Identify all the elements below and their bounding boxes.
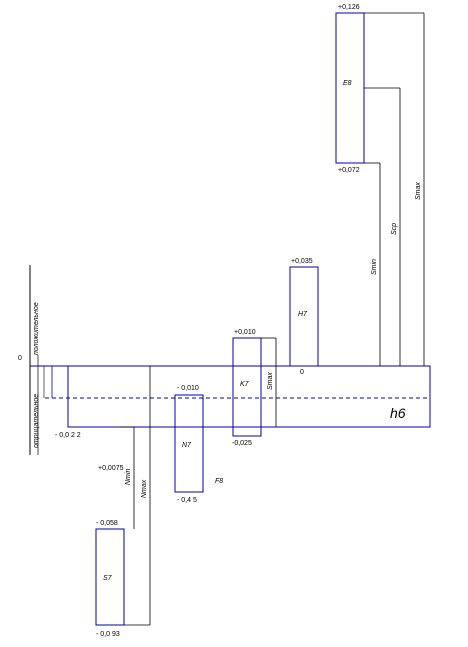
shaft-label: h6 bbox=[390, 405, 406, 421]
s7-name: S7 bbox=[103, 575, 113, 582]
k7-zone bbox=[232, 337, 262, 437]
n7-name: N7 bbox=[182, 442, 192, 449]
shaft-lower-label: - 0,0 2 2 bbox=[55, 432, 81, 439]
shaft-h6-zone bbox=[67, 365, 431, 428]
n7-zone bbox=[174, 394, 204, 493]
k7-upper-label: +0,010 bbox=[234, 329, 256, 336]
k7-smax-label: Smax bbox=[267, 372, 274, 390]
s7-upper-label: - 0,058 bbox=[96, 520, 118, 527]
n7-upper-label: - 0,010 bbox=[177, 385, 199, 392]
zero-label: 0 bbox=[18, 355, 22, 362]
f8-label: F8 bbox=[215, 478, 223, 485]
h7-upper-label: +0,035 bbox=[291, 258, 313, 265]
s7-extra-label: +0,0075 bbox=[98, 465, 124, 472]
e8-zone bbox=[335, 12, 365, 164]
e8-smax-label: Smax bbox=[415, 182, 422, 200]
e8-name: E8 bbox=[343, 80, 352, 87]
k7-lower-label: -0,025 bbox=[232, 440, 252, 447]
k7-name: K7 bbox=[240, 381, 250, 388]
s7-nmax-label: Nmax bbox=[141, 479, 148, 498]
negative-axis-label: отрицательное bbox=[33, 394, 40, 448]
n7-lower-label: - 0,4 5 bbox=[177, 497, 197, 504]
s7-lower-label: - 0,0 93 bbox=[96, 631, 120, 638]
h7-lower-label: 0 bbox=[300, 369, 304, 376]
e8-smid-label: Sср bbox=[391, 223, 398, 235]
s7-nmin-label: Nmin bbox=[125, 469, 132, 485]
positive-axis-label: положительное bbox=[33, 302, 40, 355]
e8-upper-label: +0,126 bbox=[338, 4, 360, 11]
e8-smin-label: Smin bbox=[371, 259, 378, 275]
h7-name: H7 bbox=[298, 311, 308, 318]
h7-zone bbox=[289, 266, 319, 367]
e8-lower-label: +0,072 bbox=[338, 167, 360, 174]
